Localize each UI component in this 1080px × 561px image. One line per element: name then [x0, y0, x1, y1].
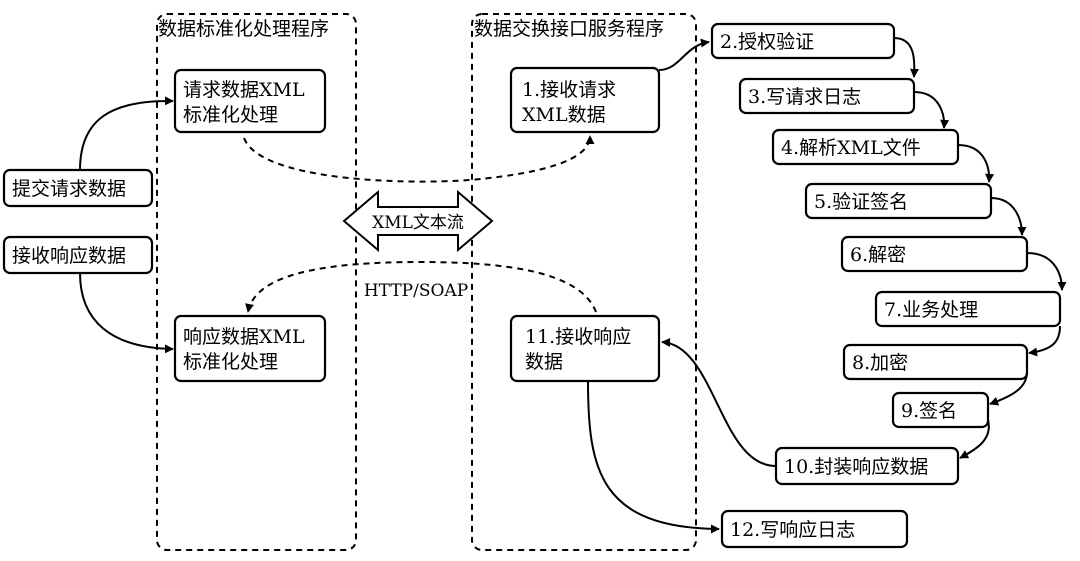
step8-to-step9-arrow [989, 371, 1028, 406]
step4-to-step5-arrow [957, 144, 995, 183]
step5-to-step6-arrow [990, 197, 1027, 236]
step-5-label: 5.验证签名 [814, 191, 908, 213]
step-10-label: 10.封装响应数据 [784, 456, 928, 478]
step-2-auth: 2.授权验证 [710, 22, 896, 60]
exchange-group-title: 数据交换接口服务程序 [474, 18, 664, 40]
submit-to-request-xml-arrow [79, 96, 174, 171]
step-3-request-log: 3.写请求日志 [738, 77, 916, 115]
step6-to-step7-arrow [1026, 252, 1067, 291]
step9-to-step10-arrow [959, 419, 990, 459]
step-4-label: 4.解析XML文件 [781, 137, 921, 159]
step-9-label: 9.签名 [901, 400, 957, 422]
request-xml-to-receive-request-dashed-arrow [243, 135, 595, 183]
receive-request-line2: XML数据 [522, 104, 606, 126]
response-xml-standardize-node: 响应数据XML 标准化处理 [173, 314, 327, 383]
receive-response-input-node: 接收响应数据 [2, 235, 154, 275]
step-8-encrypt: 8.加密 [842, 343, 1029, 381]
request-xml-line1: 请求数据XML [183, 79, 305, 101]
receive-response-line1: 11.接收响应 [525, 326, 631, 348]
receive-to-response-xml-arrow [79, 272, 174, 354]
standardize-group: 数据标准化处理程序 [156, 13, 357, 551]
step-12-response-log: 12.写响应日志 [720, 509, 909, 549]
step-12-label: 12.写响应日志 [730, 519, 855, 541]
receive-request-xml-node: 1.接收请求 XML数据 [509, 66, 661, 134]
step-6-decrypt: 6.解密 [840, 235, 1029, 273]
xml-stream-double-arrow: XML文本流 [342, 189, 494, 253]
standardize-group-frame [156, 13, 357, 551]
xml-stream-label: XML文本流 [372, 213, 464, 233]
submit-request-node: 提交请求数据 [2, 168, 154, 208]
step-10-package-response: 10.封装响应数据 [774, 446, 960, 486]
receive-response-to-response-xml-dashed-arrow [245, 260, 597, 313]
receive-request-line1: 1.接收请求 [522, 79, 616, 101]
request-xml-standardize-node: 请求数据XML 标准化处理 [173, 68, 327, 134]
step-2-label: 2.授权验证 [720, 31, 814, 53]
receive-response-data-node: 11.接收响应 数据 [509, 314, 661, 383]
step-7-label: 7.业务处理 [884, 299, 978, 321]
receive-request-to-step2-arrow [658, 38, 710, 71]
request-xml-line2: 标准化处理 [183, 104, 278, 126]
step-8-label: 8.加密 [852, 352, 908, 374]
receive-response-line2: 数据 [525, 351, 563, 373]
step-5-verify-signature: 5.验证签名 [804, 182, 993, 220]
receive-response-input-label: 接收响应数据 [12, 245, 126, 267]
step3-to-step4-arrow [913, 91, 950, 129]
exchange-group-frame [471, 13, 697, 551]
submit-request-label: 提交请求数据 [12, 178, 126, 200]
step-4-parse-xml: 4.解析XML文件 [771, 128, 960, 166]
step10-to-receive-response-arrow [661, 337, 777, 467]
exchange-group: 数据交换接口服务程序 [471, 13, 697, 551]
step7-to-step8-arrow [1028, 325, 1061, 357]
step-9-sign: 9.签名 [891, 391, 990, 429]
step-6-label: 6.解密 [850, 244, 906, 266]
http-soap-label: HTTP/SOAP [364, 281, 468, 301]
step2-to-step3-arrow [893, 37, 919, 78]
response-xml-line1: 响应数据XML [183, 326, 305, 348]
standardize-group-title: 数据标准化处理程序 [158, 18, 329, 40]
step-7-business: 7.业务处理 [874, 290, 1062, 328]
receive-response-to-step12-arrow [587, 380, 720, 534]
step-3-label: 3.写请求日志 [748, 86, 861, 108]
response-xml-line2: 标准化处理 [183, 351, 278, 373]
